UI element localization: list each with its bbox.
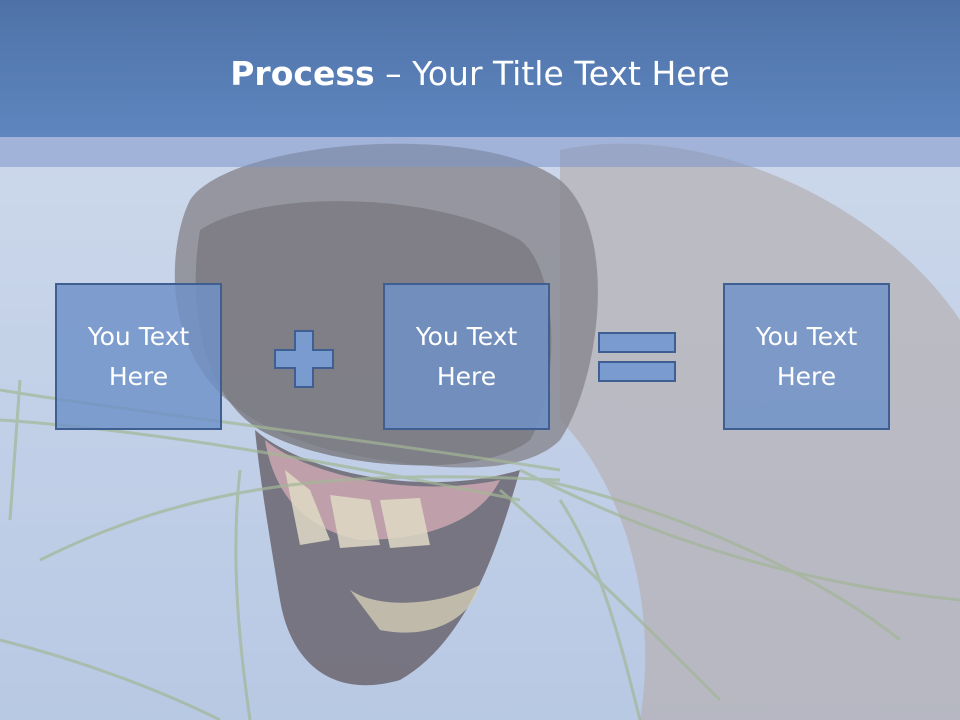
equals-icon: [598, 332, 676, 382]
plus-icon: [274, 330, 334, 388]
title-rest: – Your Title Text Here: [374, 54, 730, 93]
title-bold: Process: [230, 54, 375, 93]
process-box-1-text: You Text Here: [87, 321, 190, 391]
slide-title[interactable]: Process – Your Title Text Here: [0, 52, 960, 96]
process-box-3[interactable]: You Text Here: [723, 283, 890, 430]
process-box-3-text: You Text Here: [755, 321, 858, 391]
process-box-2[interactable]: You Text Here: [383, 283, 550, 430]
title-bar: [0, 0, 960, 137]
title-underline-band: [0, 137, 960, 167]
process-box-1[interactable]: You Text Here: [55, 283, 222, 430]
process-box-2-text: You Text Here: [415, 321, 518, 391]
